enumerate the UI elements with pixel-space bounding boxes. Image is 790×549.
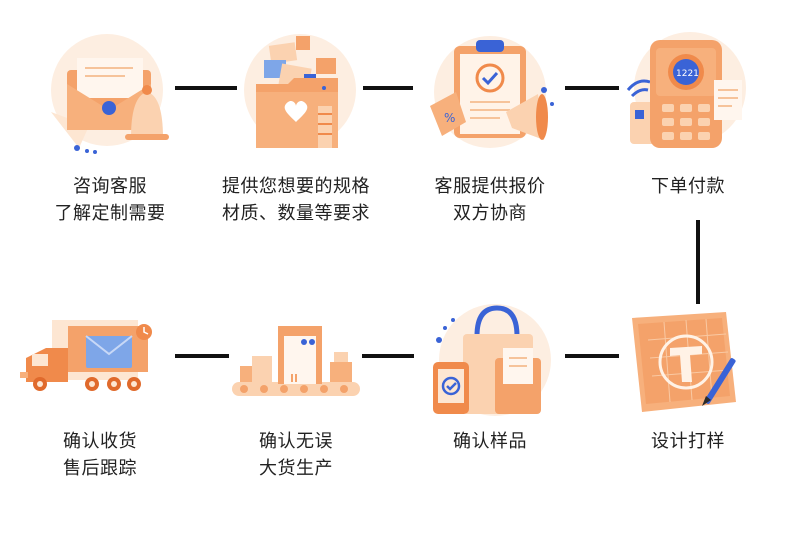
step-3-line1: 客服提供报价: [434, 176, 546, 197]
svg-text:1221: 1221: [676, 69, 699, 79]
step-8-line1: 确认收货: [63, 431, 137, 452]
step-1-line1: 咨询客服: [73, 176, 147, 197]
envelope-bell-icon: [45, 30, 175, 158]
connector-5-6: [565, 354, 619, 358]
step-3-label: 客服提供报价 双方协商: [395, 173, 585, 227]
step-3-line2: 双方协商: [453, 203, 527, 224]
step-2-line1: 提供您想要的规格: [222, 176, 370, 197]
step-7-line1: 确认无误: [259, 431, 333, 452]
step-6-label: 确认样品: [395, 428, 585, 455]
step-1-label: 咨询客服 了解定制需要: [15, 173, 205, 227]
connector-2-3: [363, 86, 413, 90]
clipboard-megaphone-icon: %: [420, 30, 560, 158]
step-7-line2: 大货生产: [259, 458, 333, 479]
connector-3-4: [565, 86, 619, 90]
step-4-line1: 下单付款: [651, 176, 725, 197]
step-2-line2: 材质、数量等要求: [222, 203, 370, 224]
step-8-label: 确认收货 售后跟踪: [5, 428, 195, 482]
svg-text:%: %: [444, 111, 455, 125]
design-drawing-pen-icon: [628, 310, 752, 416]
step-4-label: 下单付款: [593, 173, 783, 200]
step-8-line2: 售后跟踪: [63, 458, 137, 479]
step-5-label: 设计打样: [593, 428, 783, 455]
connector-7-8: [175, 354, 229, 358]
connector-1-2: [175, 86, 237, 90]
conveyor-production-icon: [230, 322, 362, 404]
shopping-bag-phone-icon: [425, 298, 555, 422]
connector-4-5: [696, 220, 700, 304]
step-1-line2: 了解定制需要: [54, 203, 166, 224]
step-2-label: 提供您想要的规格 材质、数量等要求: [201, 173, 391, 227]
step-5-line1: 设计打样: [651, 431, 725, 452]
step-7-label: 确认无误 大货生产: [201, 428, 391, 482]
delivery-truck-icon: [20, 318, 160, 398]
payment-terminal-icon: 1221: [622, 30, 752, 158]
step-6-line1: 确认样品: [453, 431, 527, 452]
connector-6-7: [362, 354, 414, 358]
folder-files-icon: [238, 30, 363, 155]
